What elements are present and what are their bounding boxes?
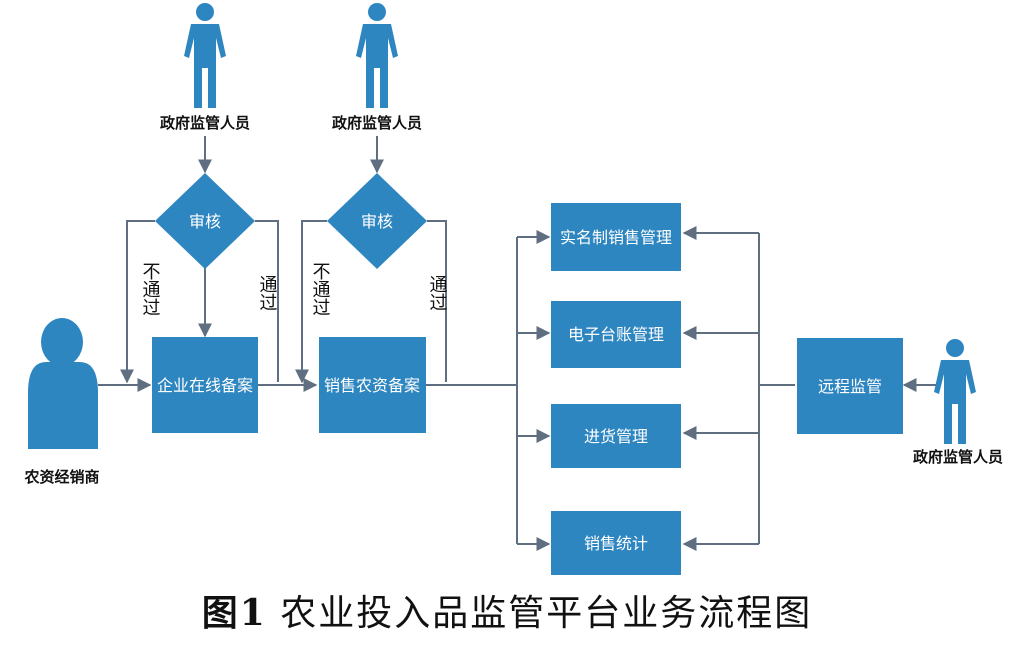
review-diamond-2: 审核 <box>327 173 427 269</box>
e-ledger-box: 电子台账管理 <box>551 301 681 368</box>
gov-person-1-icon <box>184 3 226 108</box>
sales-filing-label: 销售农资备案 <box>324 376 420 395</box>
gov-person-1-label: 政府监管人员 <box>160 114 250 132</box>
gov-person-3-icon <box>934 339 976 444</box>
e-ledger-label: 电子台账管理 <box>568 325 664 344</box>
realname-sales-label: 实名制销售管理 <box>560 228 672 247</box>
review-1-label: 审核 <box>189 212 221 231</box>
review-2-pass-label: 通过 <box>427 275 448 311</box>
caption-title: 农业投入品监管平台业务流程图 <box>280 593 813 634</box>
purchase-box: 进货管理 <box>551 404 681 468</box>
remote-supervision-box: 远程监管 <box>797 338 903 434</box>
review-2-label: 审核 <box>361 212 393 231</box>
review-1-pass-label: 通过 <box>257 275 278 311</box>
review-1-fail-label: 不通过 <box>140 262 161 316</box>
enterprise-filing-label: 企业在线备案 <box>157 376 253 395</box>
sales-stats-box: 销售统计 <box>551 511 681 575</box>
gov-person-3-label: 政府监管人员 <box>913 448 1003 466</box>
flowchart-diagram: 政府监管人员 政府监管人员 政府监管人员 农资经销商 审核 审核 不通过 通过 … <box>23 3 1003 575</box>
realname-sales-box: 实名制销售管理 <box>551 203 681 271</box>
caption-number: 图1 <box>201 592 267 634</box>
remote-supervision-label: 远程监管 <box>818 377 882 396</box>
sales-stats-label: 销售统计 <box>584 534 648 553</box>
enterprise-filing-box: 企业在线备案 <box>152 337 258 433</box>
gov-person-2-icon <box>356 3 398 108</box>
review-diamond-1: 审核 <box>155 173 255 269</box>
connector-lines <box>98 136 936 551</box>
gov-person-2-label: 政府监管人员 <box>332 114 422 132</box>
dealer-icon <box>28 318 98 449</box>
review-2-fail-label: 不通过 <box>310 262 331 316</box>
figure-caption: 图1 农业投入品监管平台业务流程图 <box>0 584 1014 636</box>
dealer-label: 农资经销商 <box>23 468 99 486</box>
sales-filing-box: 销售农资备案 <box>319 337 426 433</box>
purchase-label: 进货管理 <box>584 427 648 446</box>
